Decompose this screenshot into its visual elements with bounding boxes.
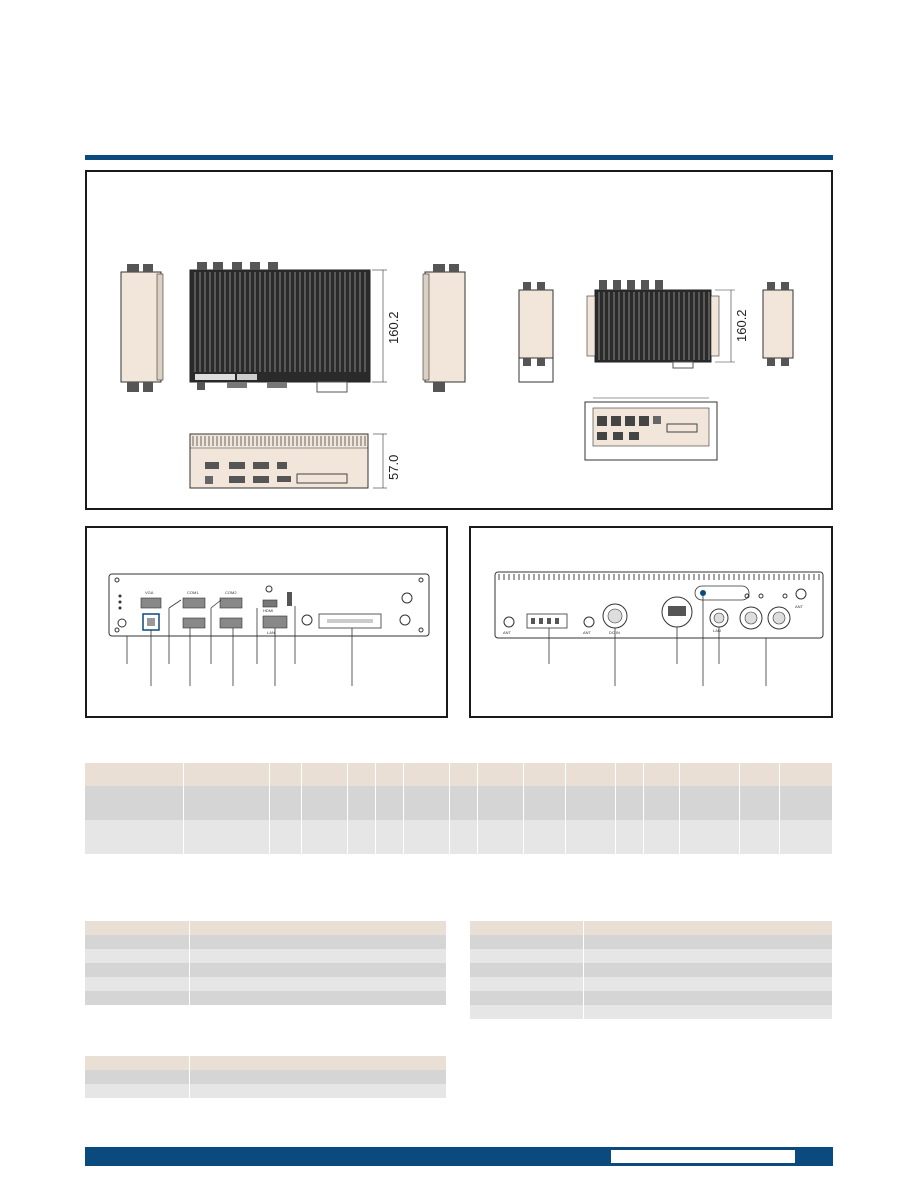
table-row bbox=[85, 977, 447, 991]
spec-table-left bbox=[85, 921, 447, 1005]
spec-table-header bbox=[85, 763, 834, 786]
table-row bbox=[470, 949, 833, 963]
table-header bbox=[85, 921, 447, 935]
large-top-view bbox=[189, 262, 387, 393]
rear-label-dc-in: DC IN bbox=[609, 630, 620, 635]
header-rule bbox=[85, 155, 833, 160]
rear-label-ant-right: ANT bbox=[795, 604, 804, 609]
table-row bbox=[85, 949, 447, 963]
front-label-hdmi: HDMI bbox=[263, 608, 273, 613]
front-label-com2: COM2 bbox=[225, 590, 237, 595]
table-row bbox=[85, 1070, 447, 1084]
front-label-com1: COM1 bbox=[187, 590, 199, 595]
table-row bbox=[470, 991, 833, 1005]
large-side-view-right bbox=[422, 264, 466, 392]
rear-label-lan: LAN bbox=[713, 628, 721, 633]
large-height-label: 160.2 bbox=[386, 311, 401, 344]
front-label-lan: LAN bbox=[267, 630, 275, 635]
table-row bbox=[85, 935, 447, 949]
rear-io-panel: ANT ANT ANT DC IN LAN bbox=[469, 526, 833, 718]
table-header bbox=[470, 921, 833, 935]
large-side-view-left bbox=[120, 264, 164, 392]
table-row bbox=[470, 977, 833, 991]
spec-table-wide bbox=[85, 763, 834, 854]
callout-lines bbox=[126, 599, 353, 686]
rear-io-drawing: ANT ANT ANT DC IN LAN bbox=[494, 571, 824, 686]
table-row bbox=[85, 820, 834, 854]
footer-label-box bbox=[611, 1150, 795, 1163]
table-row bbox=[85, 991, 447, 1005]
table-row bbox=[470, 963, 833, 977]
table-row bbox=[85, 1084, 447, 1098]
rear-label-ant-mid: ANT bbox=[583, 630, 592, 635]
small-side-view-right bbox=[762, 282, 794, 366]
rear-callout-lines bbox=[548, 596, 783, 686]
large-front-view bbox=[189, 433, 387, 489]
rear-label-ant-left: ANT bbox=[503, 630, 512, 635]
table-row bbox=[470, 1005, 833, 1019]
small-side-view-left bbox=[518, 282, 554, 383]
small-top-view bbox=[586, 280, 735, 369]
small-front-view bbox=[584, 397, 718, 461]
dimensions-panel: 160.2 57.0 160.2 bbox=[85, 170, 833, 510]
table-row bbox=[85, 786, 834, 820]
spec-table-right bbox=[470, 921, 833, 1019]
spec-table-bottom bbox=[85, 1056, 447, 1098]
small-height-label: 160.2 bbox=[734, 309, 749, 342]
front-label-vga: VGA bbox=[145, 590, 154, 595]
table-header bbox=[85, 1056, 447, 1070]
front-io-drawing: VGA COM1 COM2 HDMI LAN bbox=[108, 573, 430, 686]
dimension-drawings bbox=[120, 262, 794, 489]
large-front-height-label: 57.0 bbox=[386, 454, 401, 480]
front-io-panel: VGA COM1 COM2 HDMI LAN bbox=[85, 526, 448, 718]
table-row bbox=[85, 963, 447, 977]
table-row bbox=[470, 935, 833, 949]
